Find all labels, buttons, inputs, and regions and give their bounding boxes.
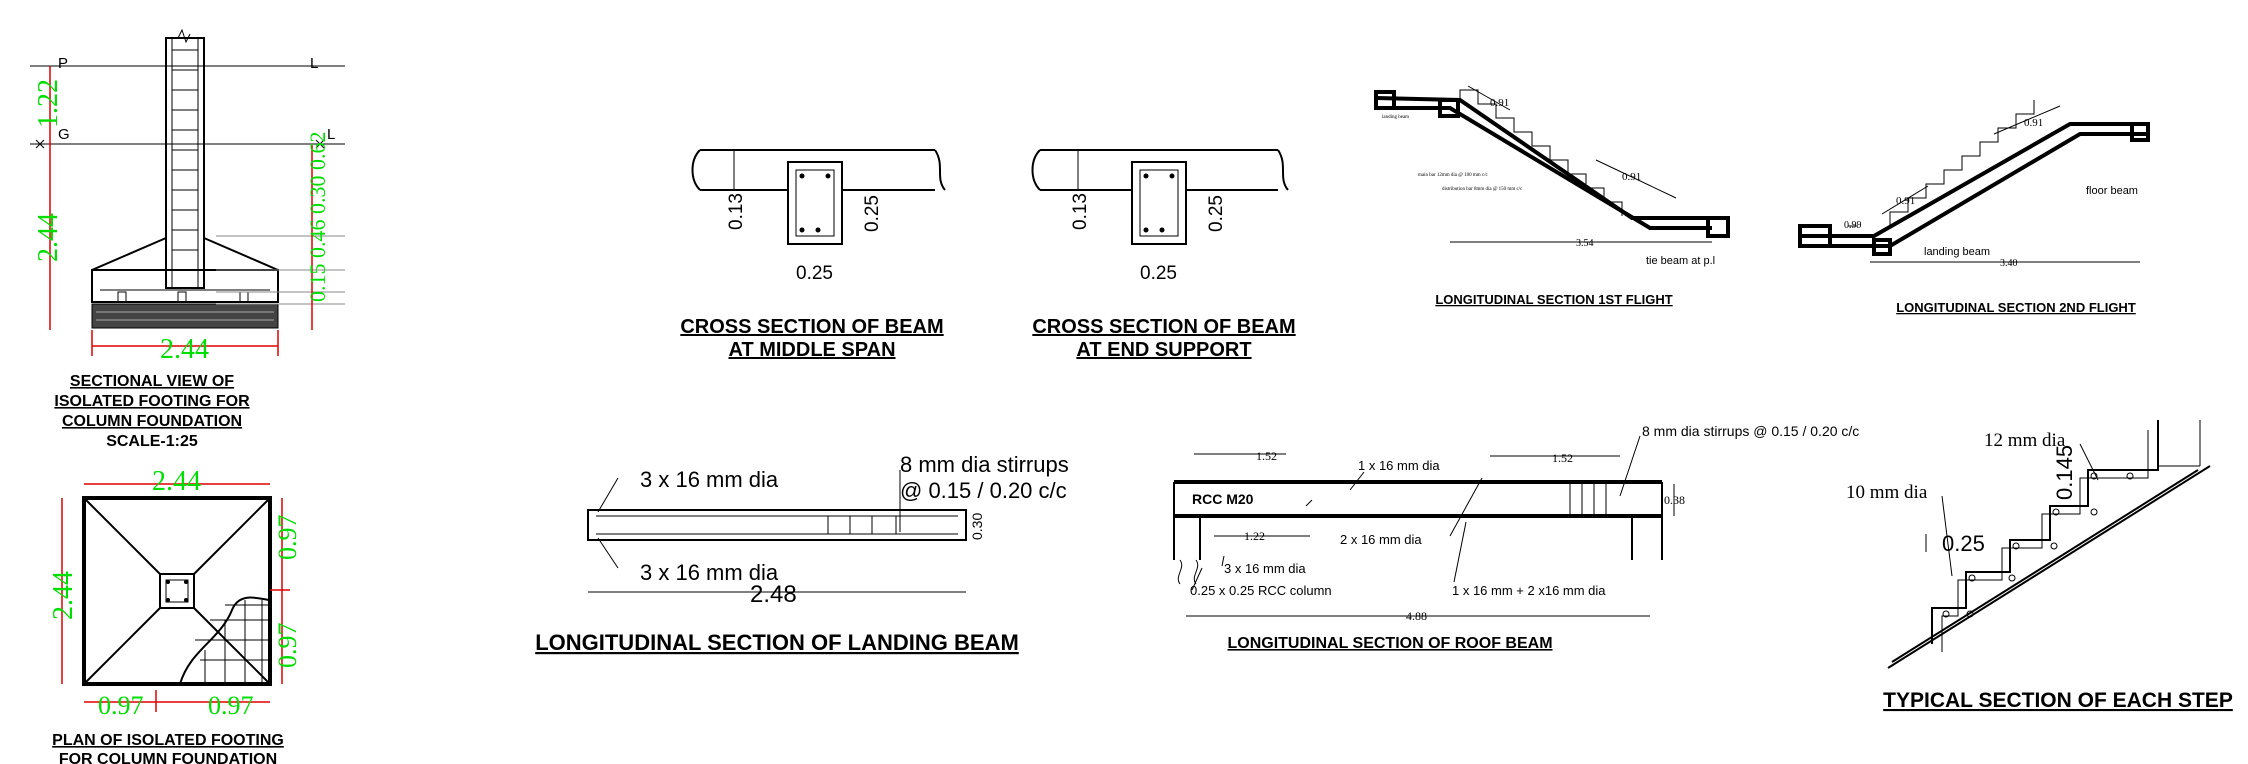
stair1-landing-note: landing beam <box>1382 115 1409 120</box>
stair1-dim-length: 3.54 <box>1576 238 1594 249</box>
level-g-label: G <box>58 126 70 143</box>
roof-dim-length: 4.88 <box>1406 609 1427 623</box>
roof-stirrups: 8 mm dia stirrups @ 0.15 / 0.20 c/c <box>1642 423 1859 439</box>
stair1-main-bar-note: main bar 12mm dia @ 100 mm c/c <box>1418 173 1489 178</box>
landing-top-bars: 3 x 16 mm dia <box>640 467 779 492</box>
stair2-landing-beam: landing beam <box>1924 246 1990 258</box>
stair2-dim-length: 3.40 <box>2000 258 2018 269</box>
stair1-tie-beam: tie beam at p.l <box>1646 255 1715 267</box>
stair2-floor-beam: floor beam <box>2086 185 2138 197</box>
roof-title: LONGITUDINAL SECTION OF ROOF BEAM <box>1227 635 1552 652</box>
footing-section-title-2: ISOLATED FOOTING FOR <box>54 393 250 410</box>
footing-section-scale: SCALE-1:25 <box>106 433 198 450</box>
beam-end-title-1: CROSS SECTION OF BEAM <box>1032 316 1295 338</box>
roof-dim-left: 1.52 <box>1256 449 1277 463</box>
roof-column: 0.25 x 0.25 RCC column <box>1190 583 1332 598</box>
stair-second-flight: 0.91 0.91 0.99 floor beam landing beam 3… <box>1798 100 2150 315</box>
roof-bottom-mix: 1 x 16 mm + 2 x16 mm dia <box>1452 583 1606 598</box>
plan-title-2: FOR COLUMN FOUNDATION <box>59 751 277 764</box>
stair1-dim-upper: 0.91 <box>1490 97 1509 109</box>
footing-section-title-3: COLUMN FOUNDATION <box>62 413 242 430</box>
landing-dim-length: 2.48 <box>750 581 797 608</box>
plan-dim-bottom-1: 0.97 <box>98 691 144 720</box>
landing-bottom-bars: 3 x 16 mm dia <box>640 560 779 585</box>
stair2-title: LONGITUDINAL SECTION 2ND FLIGHT <box>1896 300 2136 315</box>
footing-dim-top: 1.22 <box>33 79 64 128</box>
landing-stirrups-1: 8 mm dia stirrups <box>900 452 1069 477</box>
beam-mid-dim-depth: 0.25 <box>862 195 883 232</box>
beam-end-title-2: AT END SUPPORT <box>1076 339 1251 361</box>
beam-mid-title-2: AT MIDDLE SPAN <box>728 339 895 361</box>
roof-top-bar: 1 x 16 mm dia <box>1358 458 1440 473</box>
footing-section-title-1: SECTIONAL VIEW OF <box>70 373 234 390</box>
footing-dim-width: 2.44 <box>160 334 209 365</box>
stair2-dim-landing: 0.99 <box>1844 220 1862 231</box>
level-p-label: P <box>58 55 68 72</box>
plan-dim-bottom-2: 0.97 <box>208 691 254 720</box>
plan-title-1: PLAN OF ISOLATED FOOTING <box>52 732 284 749</box>
plan-dim-left: 2.44 <box>48 571 79 620</box>
plan-dim-right-2: 0.97 <box>273 623 302 669</box>
step-dim-rise: 0.145 <box>2052 445 2077 500</box>
step-dim-tread: 0.25 <box>1942 531 1985 556</box>
footing-plan-view: 2.44 2.44 0.97 0.97 0.97 0.97 PLAN OF IS… <box>48 466 302 764</box>
footing-dim-height: 2.44 <box>33 213 64 262</box>
roof-left-bars: 3 x 16 mm dia <box>1224 561 1306 576</box>
landing-stirrups-2: @ 0.15 / 0.20 c/c <box>900 478 1067 503</box>
footing-overlap-dims: 0.15 0.46 0.30 0.62 <box>305 132 330 303</box>
stair1-dist-bar-note: distribution bar 8mm dia @ 150 mm c/c <box>1442 187 1523 192</box>
roof-concrete: RCC M20 <box>1192 491 1254 507</box>
landing-title: LONGITUDINAL SECTION OF LANDING BEAM <box>535 630 1019 655</box>
roof-dim-right: 1.52 <box>1552 451 1573 465</box>
stair2-dim-lower: 0.91 <box>1896 195 1915 207</box>
plan-dim-right-1: 0.97 <box>273 515 302 561</box>
beam-end-dim-depth: 0.25 <box>1206 195 1227 232</box>
roof-bottom-bar: 2 x 16 mm dia <box>1340 532 1422 547</box>
beam-section-mid: 0.13 0.25 0.25 CROSS SECTION OF BEAM AT … <box>680 149 946 361</box>
typical-step-section: 12 mm dia 10 mm dia 0.145 0.25 TYPICAL S… <box>1846 420 2233 712</box>
roof-dim-depth: 0.38 <box>1664 493 1685 507</box>
step-bar-12: 12 mm dia <box>1984 430 2066 451</box>
stair-first-flight: 0.91 0.91 landing beam main bar 12mm dia… <box>1374 85 1730 307</box>
level-l-mid-label: L <box>327 126 335 143</box>
landing-beam-section: 3 x 16 mm dia 3 x 16 mm dia 8 mm dia sti… <box>535 452 1069 655</box>
beam-section-end: 0.13 0.25 0.25 CROSS SECTION OF BEAM AT … <box>1031 149 1296 361</box>
plan-dim-top: 2.44 <box>152 466 201 497</box>
landing-dim-depth: 0.30 <box>969 513 985 540</box>
step-title: TYPICAL SECTION OF EACH STEP <box>1883 689 2233 712</box>
beam-end-dim-slab: 0.13 <box>1070 193 1091 230</box>
footing-sectional-view: P L G L 1.22 2.44 2.44 0.15 0.46 0.30 0.… <box>30 28 345 450</box>
stair1-title: LONGITUDINAL SECTION 1ST FLIGHT <box>1435 292 1672 307</box>
roof-beam-section: 8 mm dia stirrups @ 0.15 / 0.20 c/c 1.52… <box>1173 423 1859 652</box>
stair2-dim-upper: 0.91 <box>2024 117 2043 129</box>
roof-dim-bottom: 1.22 <box>1244 529 1265 543</box>
beam-mid-dim-width: 0.25 <box>796 263 833 284</box>
level-l-top-label: L <box>310 55 318 72</box>
beam-mid-title-1: CROSS SECTION OF BEAM <box>680 316 943 338</box>
stair1-dim-lower: 0.91 <box>1622 171 1641 183</box>
beam-mid-dim-slab: 0.13 <box>726 193 747 230</box>
beam-end-dim-width: 0.25 <box>1140 263 1177 284</box>
step-bar-10: 10 mm dia <box>1846 482 1928 503</box>
